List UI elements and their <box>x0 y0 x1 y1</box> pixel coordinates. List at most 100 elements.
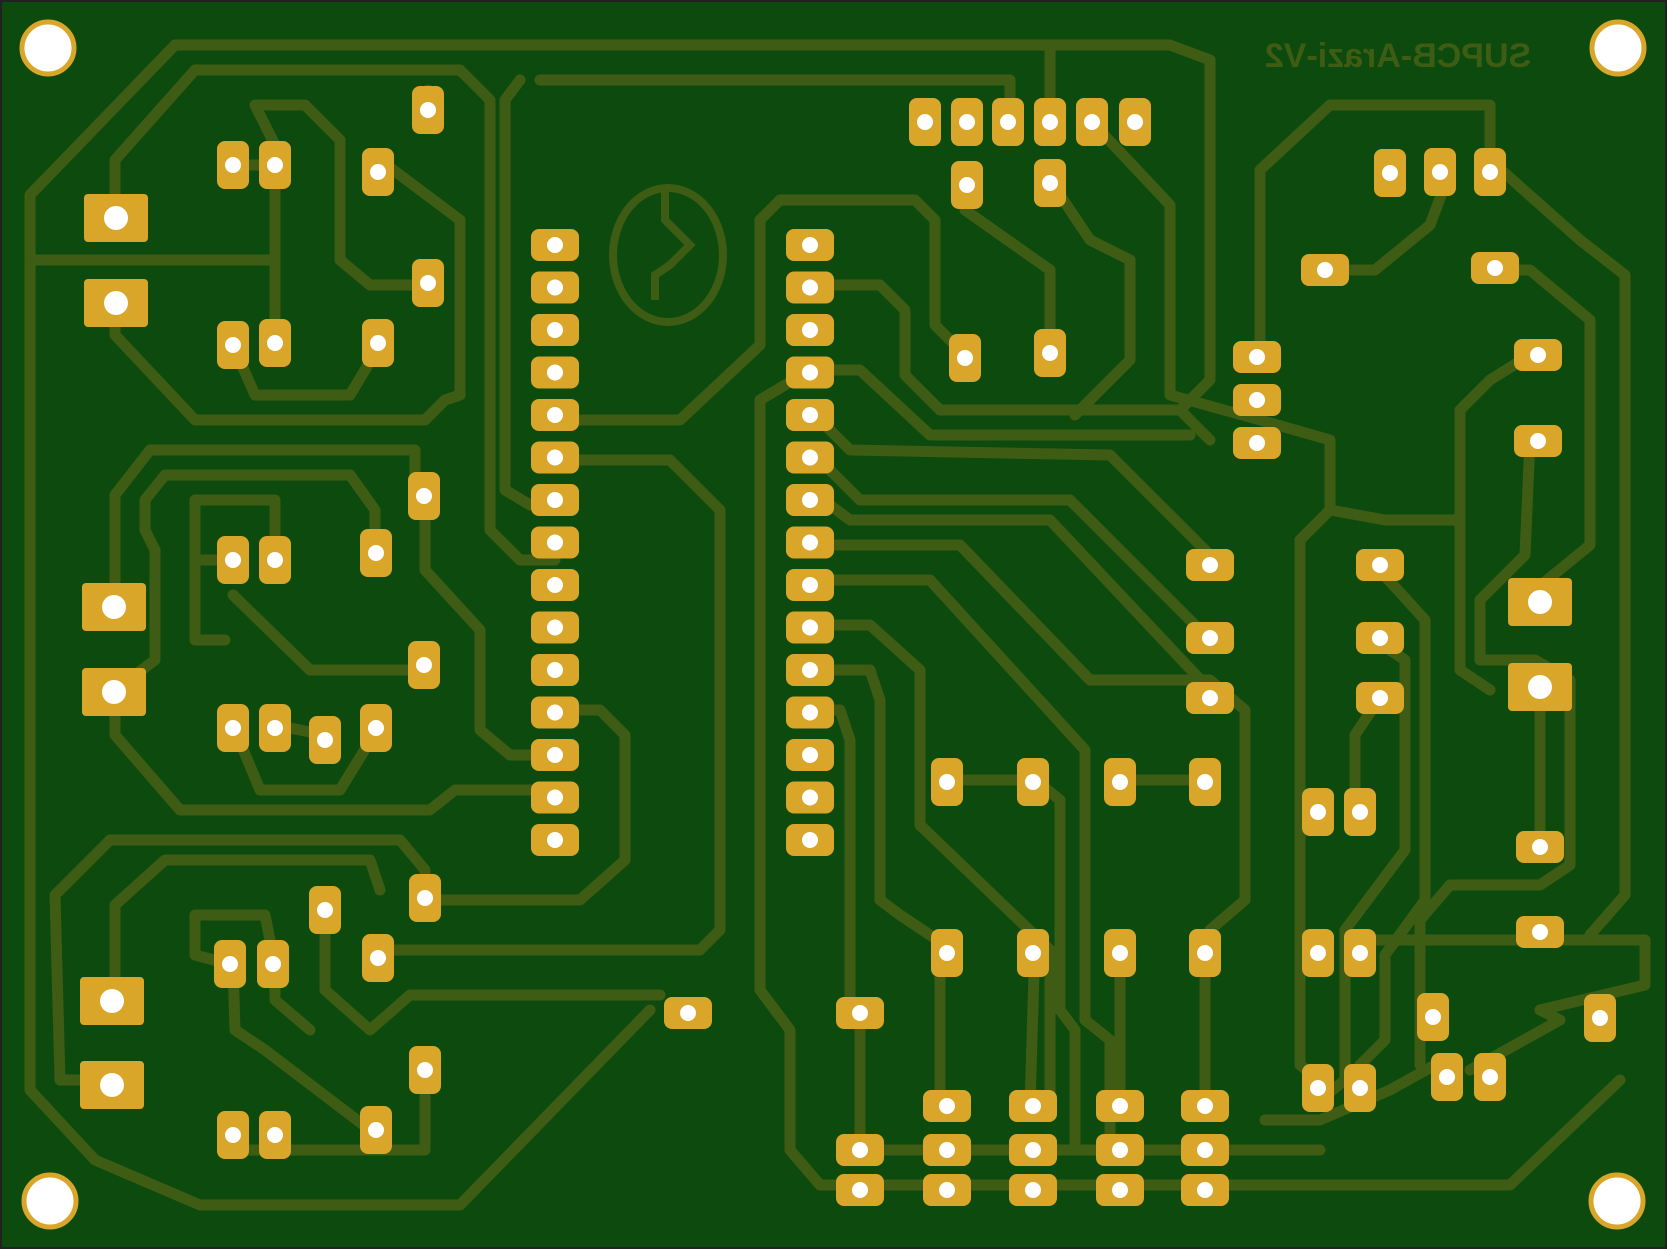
terminal-pad <box>1508 578 1572 626</box>
mcu-pin-pad <box>786 526 834 559</box>
solder-pad <box>360 529 392 577</box>
solder-pad <box>362 148 394 196</box>
regulator-pad <box>1233 341 1281 373</box>
solder-pad <box>1516 831 1564 863</box>
solder-pad <box>1417 993 1449 1041</box>
solder-pad <box>362 319 394 367</box>
solder-pad <box>217 321 249 369</box>
solder-pad <box>1424 148 1456 196</box>
solder-pad <box>1189 758 1221 806</box>
pads-layer <box>80 86 1616 1206</box>
solder-pad <box>217 1111 249 1159</box>
mounting-hole <box>21 1172 79 1230</box>
solder-pad <box>1344 1064 1376 1112</box>
mcu-pin-pad <box>786 781 834 814</box>
solder-pad <box>1189 929 1221 977</box>
mcu-pin-pad <box>786 229 834 261</box>
solder-pad <box>409 1046 441 1094</box>
solder-pad <box>1034 329 1066 377</box>
solder-pad <box>1356 622 1404 654</box>
mcu-pin-pad <box>531 356 579 389</box>
mcu-pin-pad <box>786 824 834 856</box>
solder-pad <box>931 758 963 806</box>
header-pin-pad <box>909 98 941 146</box>
connector-pad <box>923 1134 971 1166</box>
solder-pad <box>1356 682 1404 714</box>
connector-pad <box>923 1090 971 1122</box>
connector-pad <box>1009 1134 1057 1166</box>
solder-pad <box>412 259 444 307</box>
mcu-pin-pad <box>531 484 579 516</box>
mcu-pin-pad <box>531 271 579 304</box>
mcu-pin-pad <box>786 399 834 431</box>
solder-pad <box>409 874 441 922</box>
board-title: SUPCB-Arazi-V2 <box>1265 37 1531 75</box>
solder-pad <box>309 886 341 934</box>
solder-pad <box>214 940 246 988</box>
solder-pad <box>1514 425 1562 457</box>
connector-pad <box>923 1174 971 1206</box>
mcu-pin-pad <box>786 441 834 474</box>
mcu-pin-pad <box>531 399 579 431</box>
solder-pad <box>951 161 983 209</box>
mcu-pin-pad <box>531 569 579 601</box>
solder-pad <box>1514 339 1562 371</box>
solder-pad <box>1302 788 1334 836</box>
solder-pad <box>1186 622 1234 654</box>
mcu-pin-pad <box>786 271 834 304</box>
solder-pad <box>1431 1053 1463 1101</box>
mcu-pin-pad <box>531 441 579 474</box>
mcu-pin-pad <box>531 824 579 856</box>
mcu-pin-pad <box>786 739 834 771</box>
solder-pad <box>1302 929 1334 977</box>
terminal-pad <box>1508 663 1572 711</box>
mcu-pin-pad <box>531 314 579 346</box>
solder-pad <box>408 472 440 520</box>
solder-pad <box>217 536 249 584</box>
connector-pad <box>836 1134 884 1166</box>
mcu-pin-pad <box>786 314 834 346</box>
mcu-pin-pad <box>531 229 579 261</box>
solder-pad <box>1344 788 1376 836</box>
terminal-pad <box>80 1061 144 1109</box>
solder-pad <box>1104 758 1136 806</box>
connector-pad <box>1009 1090 1057 1122</box>
header-pin-pad <box>951 98 983 146</box>
terminal-pad <box>84 194 148 242</box>
regulator-pad <box>1233 427 1281 459</box>
mounting-hole <box>1589 19 1647 77</box>
solder-pad <box>1302 1064 1334 1112</box>
connector-pad <box>1181 1134 1229 1166</box>
solder-pad <box>408 641 440 689</box>
solder-pad <box>1017 929 1049 977</box>
solder-pad <box>360 704 392 752</box>
mcu-pin-pad <box>531 696 579 729</box>
terminal-pad <box>84 279 148 327</box>
solder-pad <box>1471 252 1519 284</box>
solder-pad <box>1474 148 1506 196</box>
mcu-pin-pad <box>531 739 579 771</box>
mounting-holes <box>19 19 1647 1230</box>
connector-pad <box>1096 1090 1144 1122</box>
solder-pad <box>931 929 963 977</box>
mcu-pin-pad <box>786 654 834 686</box>
solder-pad <box>1584 994 1616 1042</box>
solder-pad <box>362 934 394 982</box>
connector-pad <box>836 1174 884 1206</box>
mcu-pin-pad <box>786 356 834 389</box>
mcu-pin-pad <box>531 526 579 559</box>
solder-pad <box>259 536 291 584</box>
solder-pad <box>1356 549 1404 581</box>
connector-pad <box>1181 1174 1229 1206</box>
solder-pad <box>360 1106 392 1154</box>
solder-pad <box>1104 929 1136 977</box>
terminal-pad <box>80 977 144 1025</box>
connector-pad <box>1009 1174 1057 1206</box>
solder-pad <box>309 716 341 764</box>
terminal-pad <box>82 583 146 631</box>
header-pin-pad <box>1034 98 1066 146</box>
solder-pad <box>1034 159 1066 207</box>
connector-pad <box>1096 1174 1144 1206</box>
solder-pad <box>259 704 291 752</box>
